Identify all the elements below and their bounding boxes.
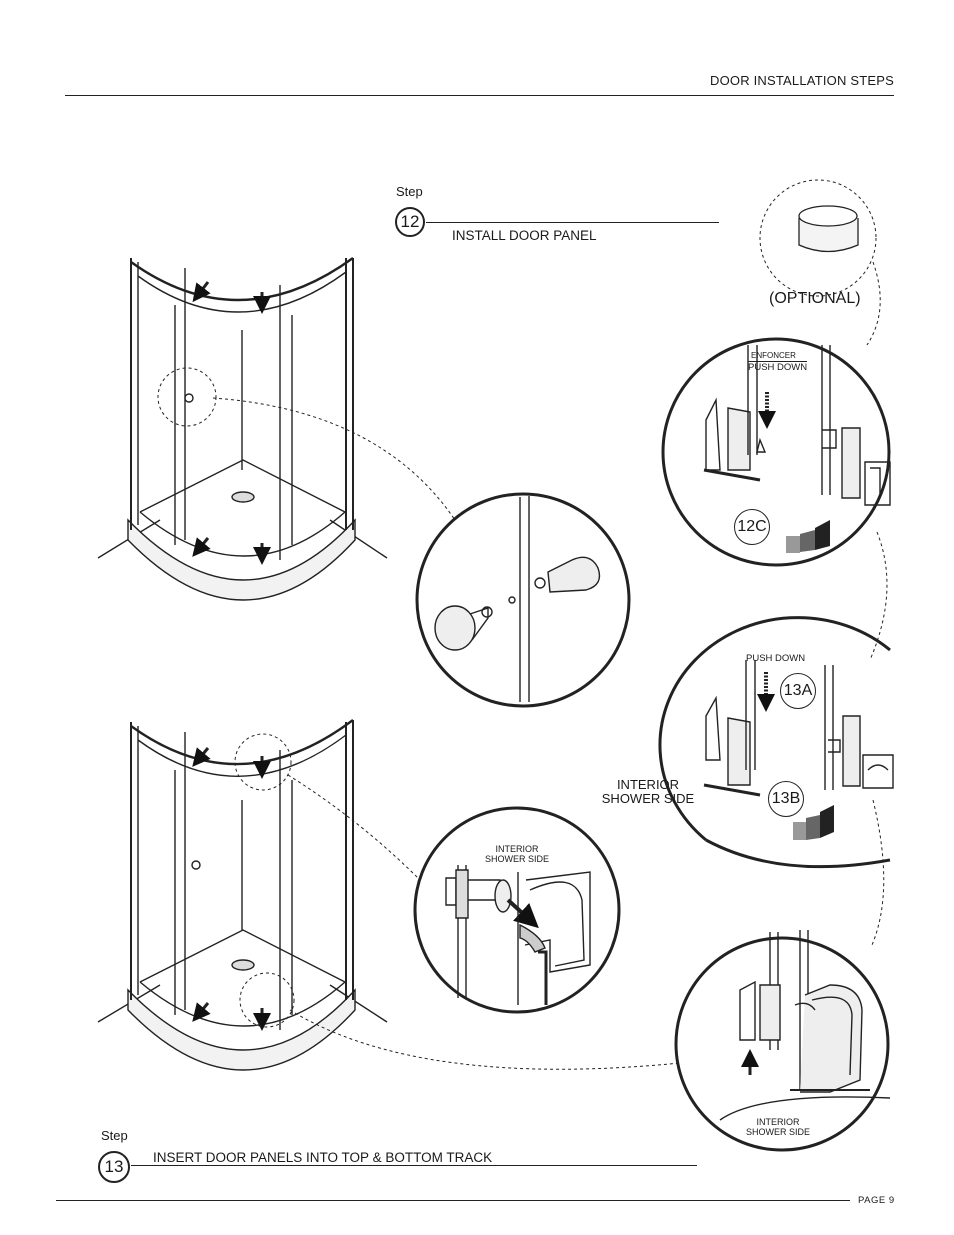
interior-shower-side-label-13b: INTERIOR SHOWER SIDE — [596, 778, 700, 806]
top-track-detail — [413, 806, 621, 1014]
step13-title: INSERT DOOR PANELS INTO TOP & BOTTOM TRA… — [153, 1150, 493, 1165]
optional-cap-detail — [759, 179, 881, 346]
callout-13a: 13A — [780, 673, 816, 709]
interior-label-line1: INTERIOR — [495, 844, 539, 854]
handle-detail — [415, 492, 631, 708]
callout-13b: 13B — [768, 781, 804, 817]
enfoncer-label: ENFONCER — [751, 351, 796, 360]
step13-word: Step — [101, 1128, 128, 1143]
step13-number: 13 — [98, 1151, 130, 1183]
shower-enclosure-step13 — [97, 719, 691, 1071]
optional-label: (OPTIONAL) — [769, 290, 861, 307]
bottom-track-detail — [674, 930, 891, 1152]
callout-12c: 12C — [734, 509, 770, 545]
footer-rule — [56, 1200, 850, 1201]
interior-label-line1: INTERIOR — [756, 1117, 800, 1127]
header-rule — [65, 95, 894, 96]
interior-label-line2: SHOWER SIDE — [601, 791, 695, 806]
detail-12c — [661, 337, 891, 661]
step12-number: 12 — [395, 207, 425, 237]
interior-label-line2: SHOWER SIDE — [745, 1127, 810, 1137]
step12-word: Step — [396, 184, 423, 199]
page-number: PAGE 9 — [858, 1195, 895, 1206]
shower-enclosure-step12 — [97, 257, 456, 601]
interior-label-line2: SHOWER SIDE — [484, 854, 549, 864]
push-down-label-12c: PUSH DOWN — [748, 361, 808, 373]
step12-rule — [426, 222, 719, 223]
interior-shower-side-label-top: INTERIOR SHOWER SIDE — [477, 844, 557, 864]
interior-label-line1: INTERIOR — [616, 777, 680, 792]
step12-title: INSTALL DOOR PANEL — [452, 228, 597, 243]
interior-shower-side-label-bottom: INTERIOR SHOWER SIDE — [738, 1117, 818, 1137]
push-down-label-13a: PUSH DOWN — [746, 653, 806, 664]
section-header: DOOR INSTALLATION STEPS — [710, 73, 894, 88]
detail-13ab — [658, 616, 894, 946]
step13-rule — [131, 1165, 697, 1166]
